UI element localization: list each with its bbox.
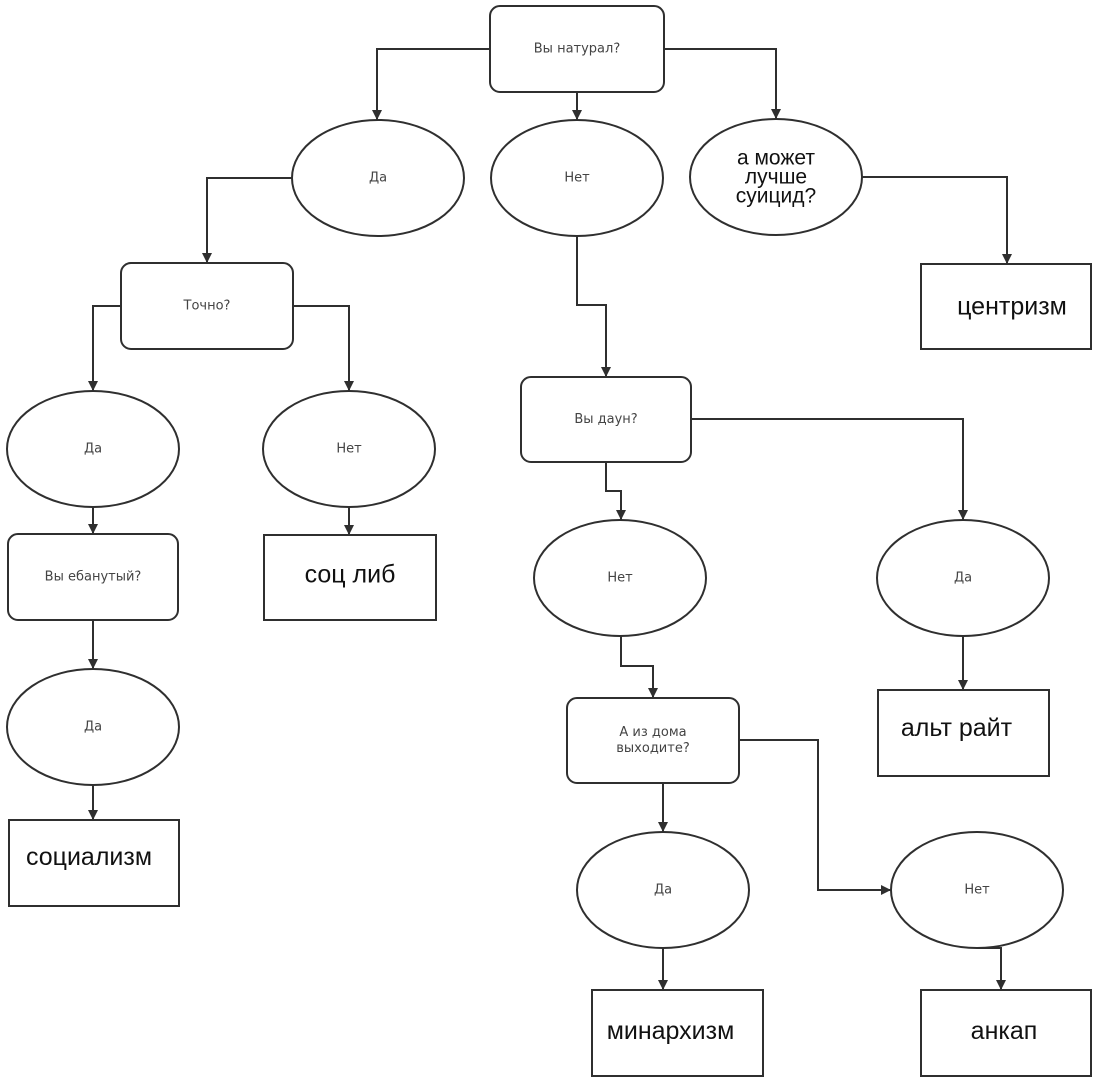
node-a-yes-1: Да <box>291 119 465 237</box>
node-q-sure: Точно? <box>120 262 294 350</box>
node-label: минархизм <box>607 1017 735 1045</box>
node-a-no-2: Нет <box>262 390 436 508</box>
node-label: Нет <box>607 571 633 586</box>
answer-ellipse <box>6 390 180 508</box>
node-label: социализм <box>26 843 152 871</box>
node-a-yes-5: Да <box>576 831 750 949</box>
question-box <box>520 376 692 463</box>
question-box <box>120 262 294 350</box>
node-a-no-3: Нет <box>533 519 707 637</box>
node-label: Нет <box>336 442 362 457</box>
node-label: Да <box>954 571 972 586</box>
connector-q-down-to-a-yes-4 <box>691 418 968 520</box>
node-label: Нет <box>964 883 990 898</box>
connector-q-natural-to-a-yes-1 <box>372 48 490 120</box>
result-box <box>920 263 1092 350</box>
question-box <box>566 697 740 784</box>
node-r-soclib: соц либ <box>263 534 437 621</box>
answer-ellipse <box>876 519 1050 637</box>
node-label: анкап <box>971 1017 1038 1045</box>
connector-a-yes-1-to-q-sure <box>202 177 292 263</box>
answer-ellipse <box>576 831 750 949</box>
node-q-crazy: Вы ебанутый? <box>7 533 179 621</box>
answer-ellipse <box>890 831 1064 949</box>
node-r-minarchism: минархизм <box>591 989 764 1077</box>
connector-q-sure-to-a-yes-2 <box>88 305 121 391</box>
answer-ellipse <box>533 519 707 637</box>
connector-q-natural-to-a-suicide <box>664 48 781 119</box>
node-label: Да <box>369 171 387 186</box>
node-label: суицид? <box>736 185 816 208</box>
node-label: Да <box>654 883 672 898</box>
node-label: Нет <box>564 171 590 186</box>
node-r-centrism: центризм <box>920 263 1092 350</box>
node-r-altright: альт райт <box>877 689 1050 777</box>
node-r-ancap: анкап <box>920 989 1092 1077</box>
connector-q-home-to-a-no-4 <box>739 739 891 895</box>
answer-ellipse <box>490 119 664 237</box>
node-a-yes-3: Да <box>6 668 180 786</box>
connector-a-suicide-to-r-centrism <box>862 176 1012 264</box>
node-label: Да <box>84 720 102 735</box>
question-box <box>489 5 665 93</box>
node-label: а может <box>737 147 815 170</box>
connector-a-no-3-to-q-home <box>620 636 658 698</box>
node-q-down: Вы даун? <box>520 376 692 463</box>
result-box <box>591 989 764 1077</box>
result-box <box>263 534 437 621</box>
node-a-yes-2: Да <box>6 390 180 508</box>
result-box <box>920 989 1092 1077</box>
node-label: соц либ <box>305 561 396 589</box>
node-r-socialism: социализм <box>8 819 180 907</box>
node-a-no-1: Нет <box>490 119 664 237</box>
node-label: альт райт <box>901 714 1013 742</box>
node-a-yes-4: Да <box>876 519 1050 637</box>
result-box <box>877 689 1050 777</box>
question-box <box>7 533 179 621</box>
connector-a-no-4-to-r-ancap <box>977 947 1006 990</box>
node-label: Вы ебанутый? <box>45 570 142 585</box>
node-label: Точно? <box>183 299 231 314</box>
node-q-natural: Вы натурал? <box>489 5 665 93</box>
node-a-no-4: Нет <box>890 831 1064 949</box>
result-box <box>8 819 180 907</box>
connector-q-down-to-a-no-3 <box>605 462 626 520</box>
answer-ellipse <box>689 118 863 236</box>
node-label: А из дома <box>619 725 686 740</box>
answer-ellipse <box>262 390 436 508</box>
node-label: Вы натурал? <box>534 42 620 57</box>
connector-a-no-1-to-q-down <box>576 236 611 377</box>
node-label: выходите? <box>616 741 689 756</box>
node-label: Вы даун? <box>574 412 637 427</box>
node-label: лучше <box>745 166 807 189</box>
connectors <box>88 48 1012 990</box>
node-label: центризм <box>957 293 1067 321</box>
connector-q-sure-to-a-no-2 <box>293 305 354 391</box>
answer-ellipse <box>291 119 465 237</box>
node-label: Да <box>84 442 102 457</box>
answer-ellipse <box>6 668 180 786</box>
